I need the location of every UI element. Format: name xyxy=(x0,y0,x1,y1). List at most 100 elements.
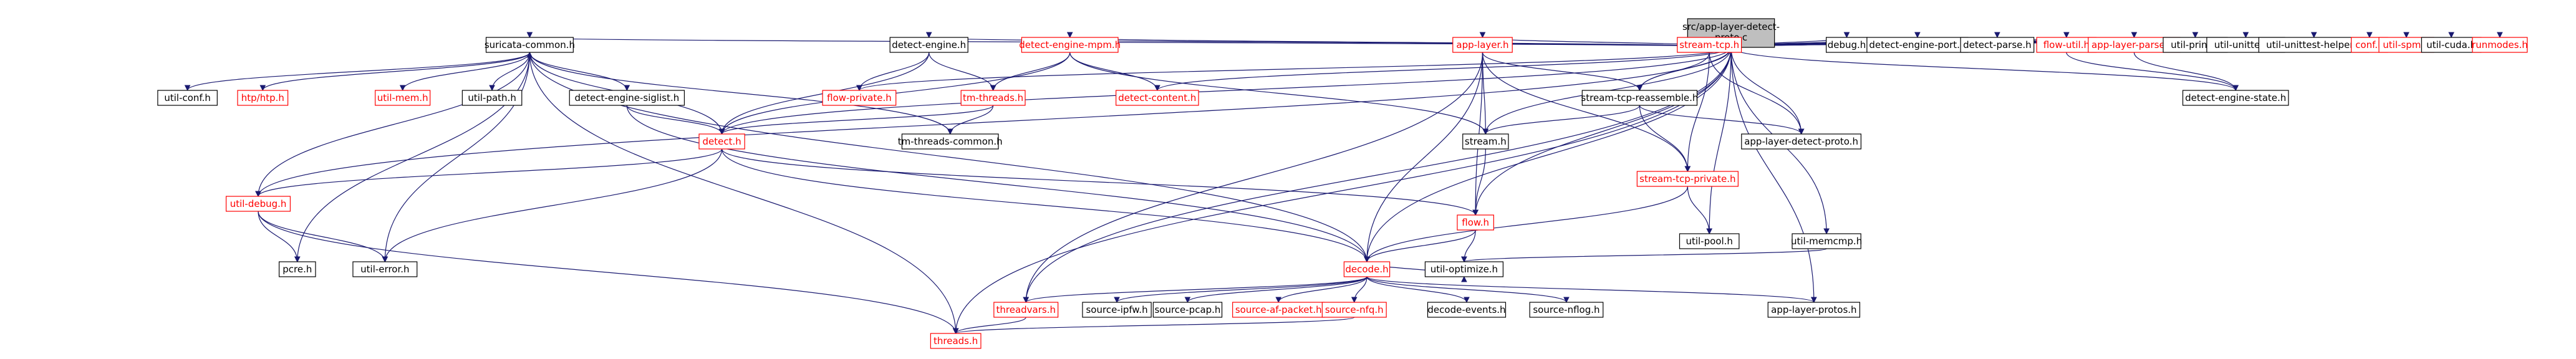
node-util-mpm[interactable]: util-memcmp.h xyxy=(1791,233,1862,249)
edge-decode-to-suricata-common xyxy=(529,52,1368,262)
node-pcre[interactable]: pcre.h xyxy=(279,261,316,277)
node-util-mem[interactable]: util-mem.h xyxy=(375,90,431,106)
edge-arrowhead xyxy=(925,32,932,39)
node-suricata-common[interactable]: suricata-common.h xyxy=(485,37,575,53)
node-source-ipfw[interactable]: source-ipfw.h xyxy=(1082,302,1152,318)
node-source-af-packet[interactable]: source-af-packet.h xyxy=(1232,302,1325,318)
node-tm-threads[interactable]: tm-threads.h xyxy=(960,90,1026,106)
edge-util-debug-to-threads xyxy=(258,211,957,334)
edge-root-to-app-layer-detect-proto-h xyxy=(1730,47,1802,135)
edge-stream-tcp-reassemble-to-app-layer-detect-proto-h xyxy=(1639,105,1802,135)
node-box xyxy=(698,133,745,150)
node-label: stream-tcp-private.h xyxy=(1639,173,1735,184)
node-label: flow-private.h xyxy=(827,92,892,103)
edge-root-to-detect xyxy=(721,47,1732,135)
node-label: source-nflog.h xyxy=(1533,304,1599,315)
node-util-debug[interactable]: util-debug.h xyxy=(226,196,291,212)
edge-util-mpm-to-util-optimize xyxy=(1464,248,1827,262)
node-detect-engine-siglist[interactable]: detect-engine-siglist.h xyxy=(569,90,685,106)
edge-arrowhead xyxy=(1684,166,1691,173)
edge-detect-engine-mpm-to-tm-threads xyxy=(993,52,1071,91)
edge-arrowhead xyxy=(1843,32,1850,39)
node-box xyxy=(822,90,897,106)
node-box xyxy=(352,261,418,277)
edge-detect-engine-to-flow-private xyxy=(859,52,930,91)
node-debug[interactable]: debug.h xyxy=(1826,37,1868,53)
node-util-error[interactable]: util-error.h xyxy=(352,261,418,277)
node-label: app-layer-detect-proto.h xyxy=(1744,136,1858,147)
node-threads[interactable]: threads.h xyxy=(930,333,982,349)
edge-detect-engine-siglist-to-decode xyxy=(626,105,1368,262)
node-detect-parse[interactable]: detect-parse.h xyxy=(1960,37,2035,53)
node-stream[interactable]: stream.h xyxy=(1462,133,1509,150)
edge-app-layer-to-decode xyxy=(1366,52,1483,262)
node-box xyxy=(1457,214,1494,231)
edge-arrowhead xyxy=(2366,32,2373,39)
edge-detect-engine-mpm-to-detect-content xyxy=(1069,52,1158,91)
node-label: threads.h xyxy=(933,335,978,347)
node-label: htp/htp.h xyxy=(241,92,284,103)
node-decode[interactable]: decode.h xyxy=(1343,261,1391,277)
node-threadvars[interactable]: threadvars.h xyxy=(993,302,1059,318)
node-label: detect-engine-siglist.h xyxy=(574,92,679,103)
node-util-path[interactable]: util-path.h xyxy=(461,90,523,106)
node-app-layer-protos[interactable]: app-layer-protos.h xyxy=(1767,302,1861,318)
edge-suricata-common-to-util-mem xyxy=(402,52,531,91)
node-detect-engine-state[interactable]: detect-engine-state.h xyxy=(2182,90,2289,106)
edge-stream-tcp-private-to-util-pool xyxy=(1687,186,1710,234)
node-util-cuda[interactable]: util-cuda.h xyxy=(2421,37,2482,53)
edge-arrowhead xyxy=(382,256,388,263)
node-label: stream-tcp-reassemble.h xyxy=(1581,92,1698,103)
edge-arrowhead xyxy=(2232,85,2239,92)
node-label: util-pool.h xyxy=(1686,236,1732,247)
node-label: util-unittest-helper.h xyxy=(2266,39,2361,50)
node-box xyxy=(1741,133,1862,150)
edge-suricata-common-to-threads xyxy=(529,52,957,334)
edge-arrowhead xyxy=(1464,297,1470,304)
node-htp[interactable]: htp/htp.h xyxy=(237,90,289,106)
node-app-layer[interactable]: app-layer.h xyxy=(1452,37,1513,53)
node-detect[interactable]: detect.h xyxy=(698,133,745,150)
edge-suricata-common-to-util-conf xyxy=(187,52,531,91)
node-box xyxy=(1427,302,1507,318)
node-stream-tcp-private[interactable]: stream-tcp-private.h xyxy=(1636,171,1739,187)
edge-app-layer-to-stream-tcp-reassemble xyxy=(1482,52,1640,91)
node-box xyxy=(889,37,968,53)
node-label: util-mem.h xyxy=(377,92,428,103)
node-runmodes[interactable]: runmodes.h xyxy=(2472,37,2528,53)
node-label: detect-content.h xyxy=(1118,92,1196,103)
node-flow-private[interactable]: flow-private.h xyxy=(822,90,897,106)
node-util-conf[interactable]: util-conf.h xyxy=(157,90,218,106)
edge-arrowhead xyxy=(1706,228,1712,235)
node-app-layer-detect-proto-h[interactable]: app-layer-detect-proto.h xyxy=(1741,133,1862,150)
node-label: debug.h xyxy=(1828,39,1866,50)
node-stream-tcp-reassemble[interactable]: stream-tcp-reassemble.h xyxy=(1581,90,1698,106)
edge-detect-engine-to-tm-threads xyxy=(929,52,994,91)
node-decode-events[interactable]: decode-events.h xyxy=(1427,302,1507,318)
nodes-layer: src/app-layer-detect-proto.csuricata-com… xyxy=(157,18,2528,349)
node-box xyxy=(1343,261,1391,277)
edge-detect-to-decode xyxy=(721,148,1368,262)
edge-stream-tcp-to-app-layer-detect-proto-h xyxy=(1709,52,1802,135)
node-box xyxy=(461,90,523,106)
node-flow[interactable]: flow.h xyxy=(1457,214,1494,231)
node-stream-tcp[interactable]: stream-tcp.h xyxy=(1677,37,1742,53)
node-source-pcap[interactable]: source-pcap.h xyxy=(1152,302,1223,318)
edges-layer xyxy=(184,32,2503,335)
edge-arrowhead xyxy=(947,128,953,135)
node-source-nflog[interactable]: source-nflog.h xyxy=(1529,302,1604,318)
node-flow-util[interactable]: flow-util.h xyxy=(2036,37,2097,53)
node-util-optimize[interactable]: util-optimize.h xyxy=(1424,261,1504,277)
node-tm-threads-common[interactable]: tm-threads-common.h xyxy=(898,133,1003,150)
edge-arrowhead xyxy=(2192,32,2199,39)
edge-arrowhead xyxy=(2242,32,2249,39)
node-detect-engine-port[interactable]: detect-engine-port.h xyxy=(1866,37,1969,53)
node-detect-engine[interactable]: detect-engine.h xyxy=(889,37,968,53)
edge-util-debug-to-pcre xyxy=(258,211,298,262)
node-source-nfq[interactable]: source-nfq.h xyxy=(1321,302,1387,318)
node-util-pool[interactable]: util-pool.h xyxy=(1679,233,1740,249)
node-label: util-memcmp.h xyxy=(1791,236,1862,247)
node-detect-content[interactable]: detect-content.h xyxy=(1116,90,1199,106)
node-detect-engine-mpm[interactable]: detect-engine-mpm.h xyxy=(1019,37,1121,53)
